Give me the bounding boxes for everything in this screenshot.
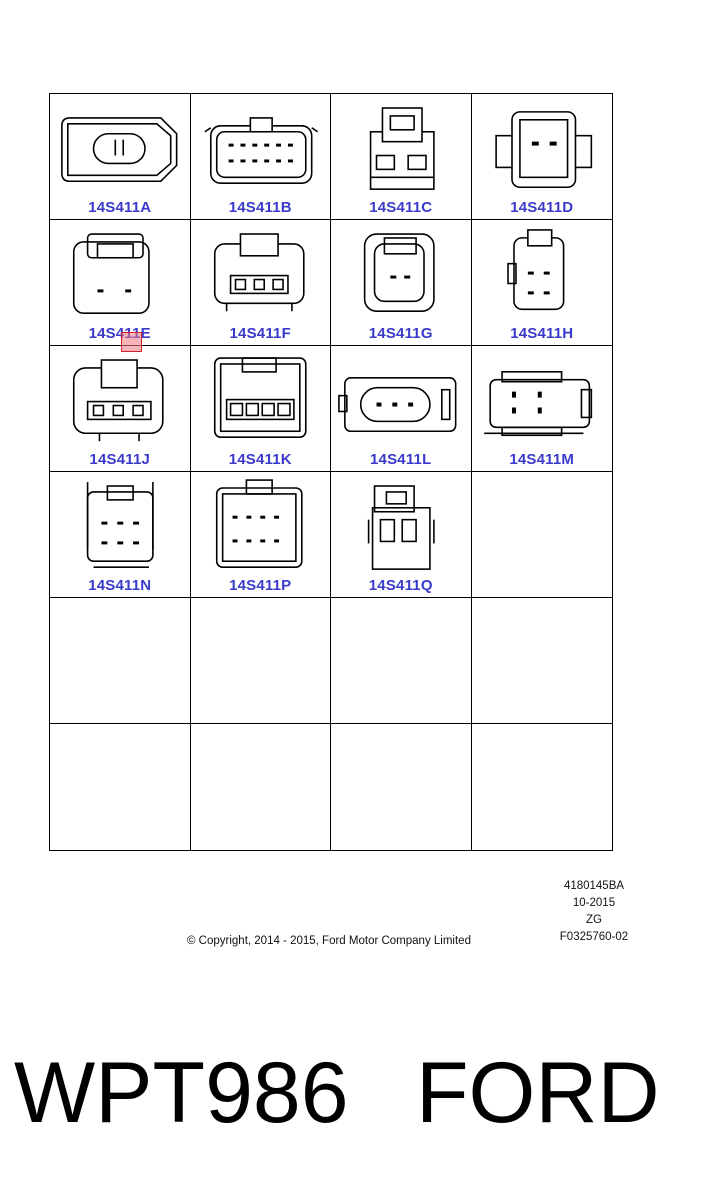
connector-cell-m[interactable]: 14S411M — [471, 346, 612, 472]
connector-k-icon — [213, 357, 307, 438]
empty-cell — [471, 598, 612, 724]
connector-a-icon — [61, 117, 178, 183]
connector-cell-h[interactable]: 14S411H — [471, 220, 612, 346]
connector-label: 14S411H — [510, 325, 574, 342]
connector-label: 14S411Q — [368, 577, 433, 594]
connector-l-icon — [338, 377, 457, 433]
connector-cell-e[interactable]: 14S411E — [50, 220, 191, 346]
connector-label: 14S411M — [509, 451, 575, 468]
connector-b-icon — [203, 117, 318, 185]
connector-label: 14S411P — [229, 577, 292, 594]
connector-n-icon — [86, 482, 154, 568]
connector-cell-b[interactable]: 14S411B — [190, 94, 331, 220]
ref-date: 10-2015 — [572, 897, 616, 909]
empty-cell — [331, 598, 472, 724]
copyright-text: © Copyright, 2014 - 2015, Ford Motor Com… — [187, 935, 471, 947]
connector-label: 14S411B — [228, 199, 292, 216]
connector-label: 14S411A — [88, 199, 152, 216]
connector-cell-c[interactable]: 14S411C — [331, 94, 472, 220]
connector-j-icon — [72, 359, 164, 442]
connector-label: 14S411K — [228, 451, 292, 468]
selection-marker[interactable] — [121, 332, 142, 352]
connector-cell-n[interactable]: 14S411N — [50, 472, 191, 598]
connector-label: 14S411E — [88, 325, 151, 342]
ref-drawing-id: F0325760-02 — [559, 931, 629, 943]
connector-e-icon — [72, 233, 150, 314]
connector-q-icon — [367, 485, 435, 570]
connector-label: 14S411F — [229, 325, 291, 342]
connector-cell-a[interactable]: 14S411A — [50, 94, 191, 220]
connector-cell-p[interactable]: 14S411P — [190, 472, 331, 598]
connector-cell-f[interactable]: 14S411F — [190, 220, 331, 346]
connector-d-icon — [494, 111, 592, 189]
connector-label: 14S411L — [370, 451, 432, 468]
connector-cell-k[interactable]: 14S411K — [190, 346, 331, 472]
empty-cell — [50, 724, 191, 850]
connector-cell-g[interactable]: 14S411G — [331, 220, 472, 346]
connector-m-icon — [483, 371, 592, 437]
ref-number: 4180145BA — [563, 880, 625, 892]
connector-c-icon — [369, 107, 435, 190]
empty-cell — [331, 724, 472, 850]
connector-cell-j[interactable]: 14S411J — [50, 346, 191, 472]
empty-cell — [472, 724, 613, 850]
empty-cell — [50, 598, 191, 724]
connector-f-icon — [213, 233, 305, 312]
ref-code: ZG — [586, 914, 602, 926]
connector-label: 14S411D — [510, 199, 574, 216]
connector-cell-q[interactable]: 14S411Q — [331, 472, 472, 598]
connector-label: 14S411J — [89, 451, 151, 468]
connector-h-icon — [506, 229, 564, 311]
part-number: WPT986 — [14, 1045, 349, 1141]
connector-grid: 14S411A 14S411B 14S411C — [49, 93, 613, 851]
empty-cell — [190, 598, 331, 724]
reference-block: 4180145BA 10-2015 ZG F0325760-02 — [540, 878, 648, 946]
connector-label: 14S411N — [88, 577, 152, 594]
connector-label: 14S411C — [369, 199, 433, 216]
connector-g-icon — [363, 233, 435, 312]
connector-cell-l[interactable]: 14S411L — [331, 346, 472, 472]
connector-cell-d[interactable]: 14S411D — [471, 94, 612, 220]
empty-cell — [191, 724, 331, 850]
brand-name: FORD — [416, 1045, 660, 1141]
empty-cell — [471, 472, 612, 598]
connector-p-icon — [215, 479, 303, 568]
connector-label: 14S411G — [368, 325, 433, 342]
